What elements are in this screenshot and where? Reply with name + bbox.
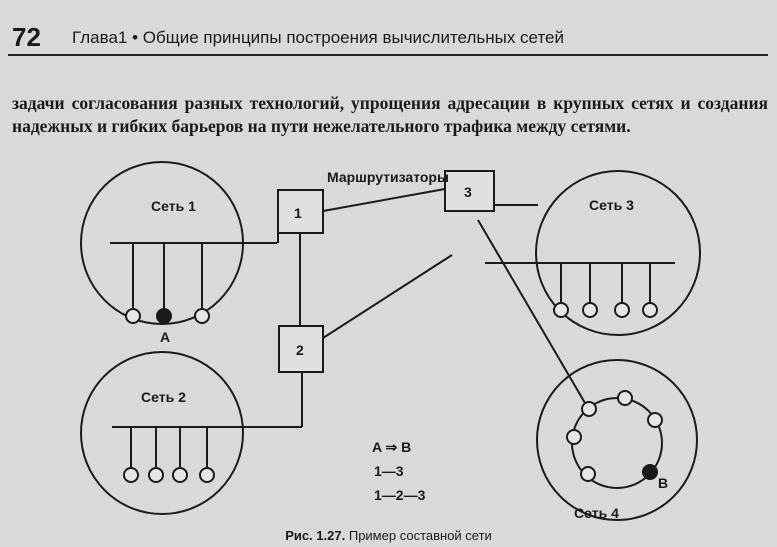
route-line-3: 1—2—3 [374,487,426,503]
running-head: Глава1 • Общие принципы построения вычис… [72,28,564,47]
link-router3-network4 [477,219,586,404]
node-a [156,308,172,324]
station [123,467,139,483]
network-2-label: Сеть 2 [141,389,186,405]
station [582,302,598,318]
network-4-circle [536,359,698,521]
station [125,308,141,324]
station [148,467,164,483]
link-router2-router3 [322,254,453,339]
station [642,302,658,318]
router-1-label: 1 [294,205,302,221]
station [581,401,597,417]
station [614,302,630,318]
router-2-box [278,325,324,373]
link-router1-router3 [322,188,446,212]
station [617,390,633,406]
station [580,466,596,482]
station [199,467,215,483]
caption-number: Рис. 1.27. [285,528,346,543]
route-line-2: 1—3 [374,463,404,479]
router-3-label: 3 [464,184,472,200]
station [553,302,569,318]
node-b-label: B [658,475,668,491]
station [172,467,188,483]
route-line-1: A ⇒ B [372,439,411,455]
router-1-box [277,189,324,234]
network-4-label: Сеть 4 [574,505,619,521]
network-3-circle [535,170,701,336]
network-1-label: Сеть 1 [151,198,196,214]
figure-caption: Рис. 1.27. Пример составной сети [0,528,777,543]
station [194,308,210,324]
node-b [642,464,658,480]
caption-text: Пример составной сети [348,528,492,543]
network-3-label: Сеть 3 [589,197,634,213]
node-a-label: A [160,329,170,345]
station [647,412,663,428]
router-2-label: 2 [296,342,304,358]
network-2-circle [80,351,244,515]
page-number: 72 [12,22,41,52]
body-paragraph: задачи согласования разных технологий, у… [12,93,768,136]
station [566,429,582,445]
router-3-box [444,170,495,212]
page-header: 72 Глава1 • Общие принципы построения вы… [8,18,768,56]
routers-label: Маршрутизаторы [327,169,449,185]
